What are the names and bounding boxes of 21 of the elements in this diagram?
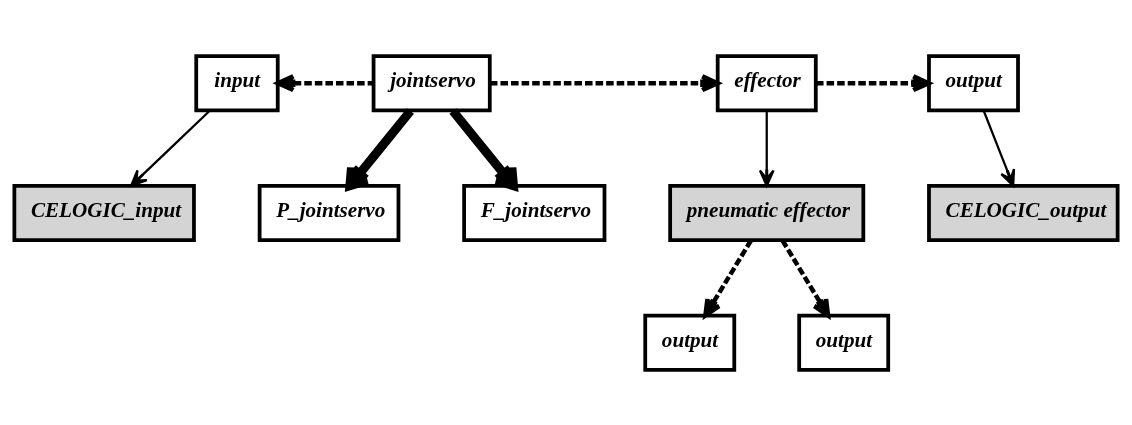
- node-box: P_jointservo: [257, 183, 401, 242]
- node-box: output: [927, 53, 1020, 112]
- node-box: input: [194, 53, 280, 112]
- node-box: pneumatic effector: [668, 183, 866, 242]
- node-box: output: [643, 313, 737, 372]
- arrow: [130, 109, 211, 187]
- node-box: effector: [715, 53, 818, 112]
- arrow: [449, 107, 518, 190]
- arrow: [489, 73, 720, 92]
- arrow: [275, 73, 374, 92]
- arrow: [703, 239, 753, 318]
- arrow: [816, 73, 931, 92]
- arrow: [982, 110, 1016, 187]
- arrow: [758, 110, 775, 187]
- node-box: CELOGIC_output: [927, 183, 1120, 242]
- node-box: CELOGIC_input: [12, 183, 196, 242]
- arrow: [780, 239, 831, 318]
- arrow: [345, 107, 414, 190]
- node-box: jointservo: [371, 53, 492, 112]
- node-box: output: [797, 313, 891, 372]
- node-box: F_jointservo: [462, 183, 607, 242]
